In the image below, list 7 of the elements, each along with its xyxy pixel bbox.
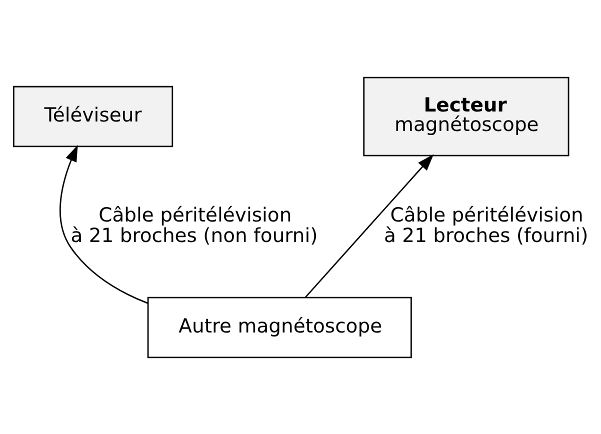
node-box: Autre magnétoscope — [147, 296, 412, 358]
arrow — [305, 154, 434, 298]
edge-label: Câble péritélévision à 21 broches (fourni) — [384, 202, 588, 247]
edge-label: Câble péritélévision à 21 broches (non fourni) — [70, 202, 318, 247]
node-box: Téléviseur — [12, 85, 174, 147]
node-box: Lecteur magnétoscope — [363, 76, 570, 156]
arrow — [59, 144, 148, 304]
